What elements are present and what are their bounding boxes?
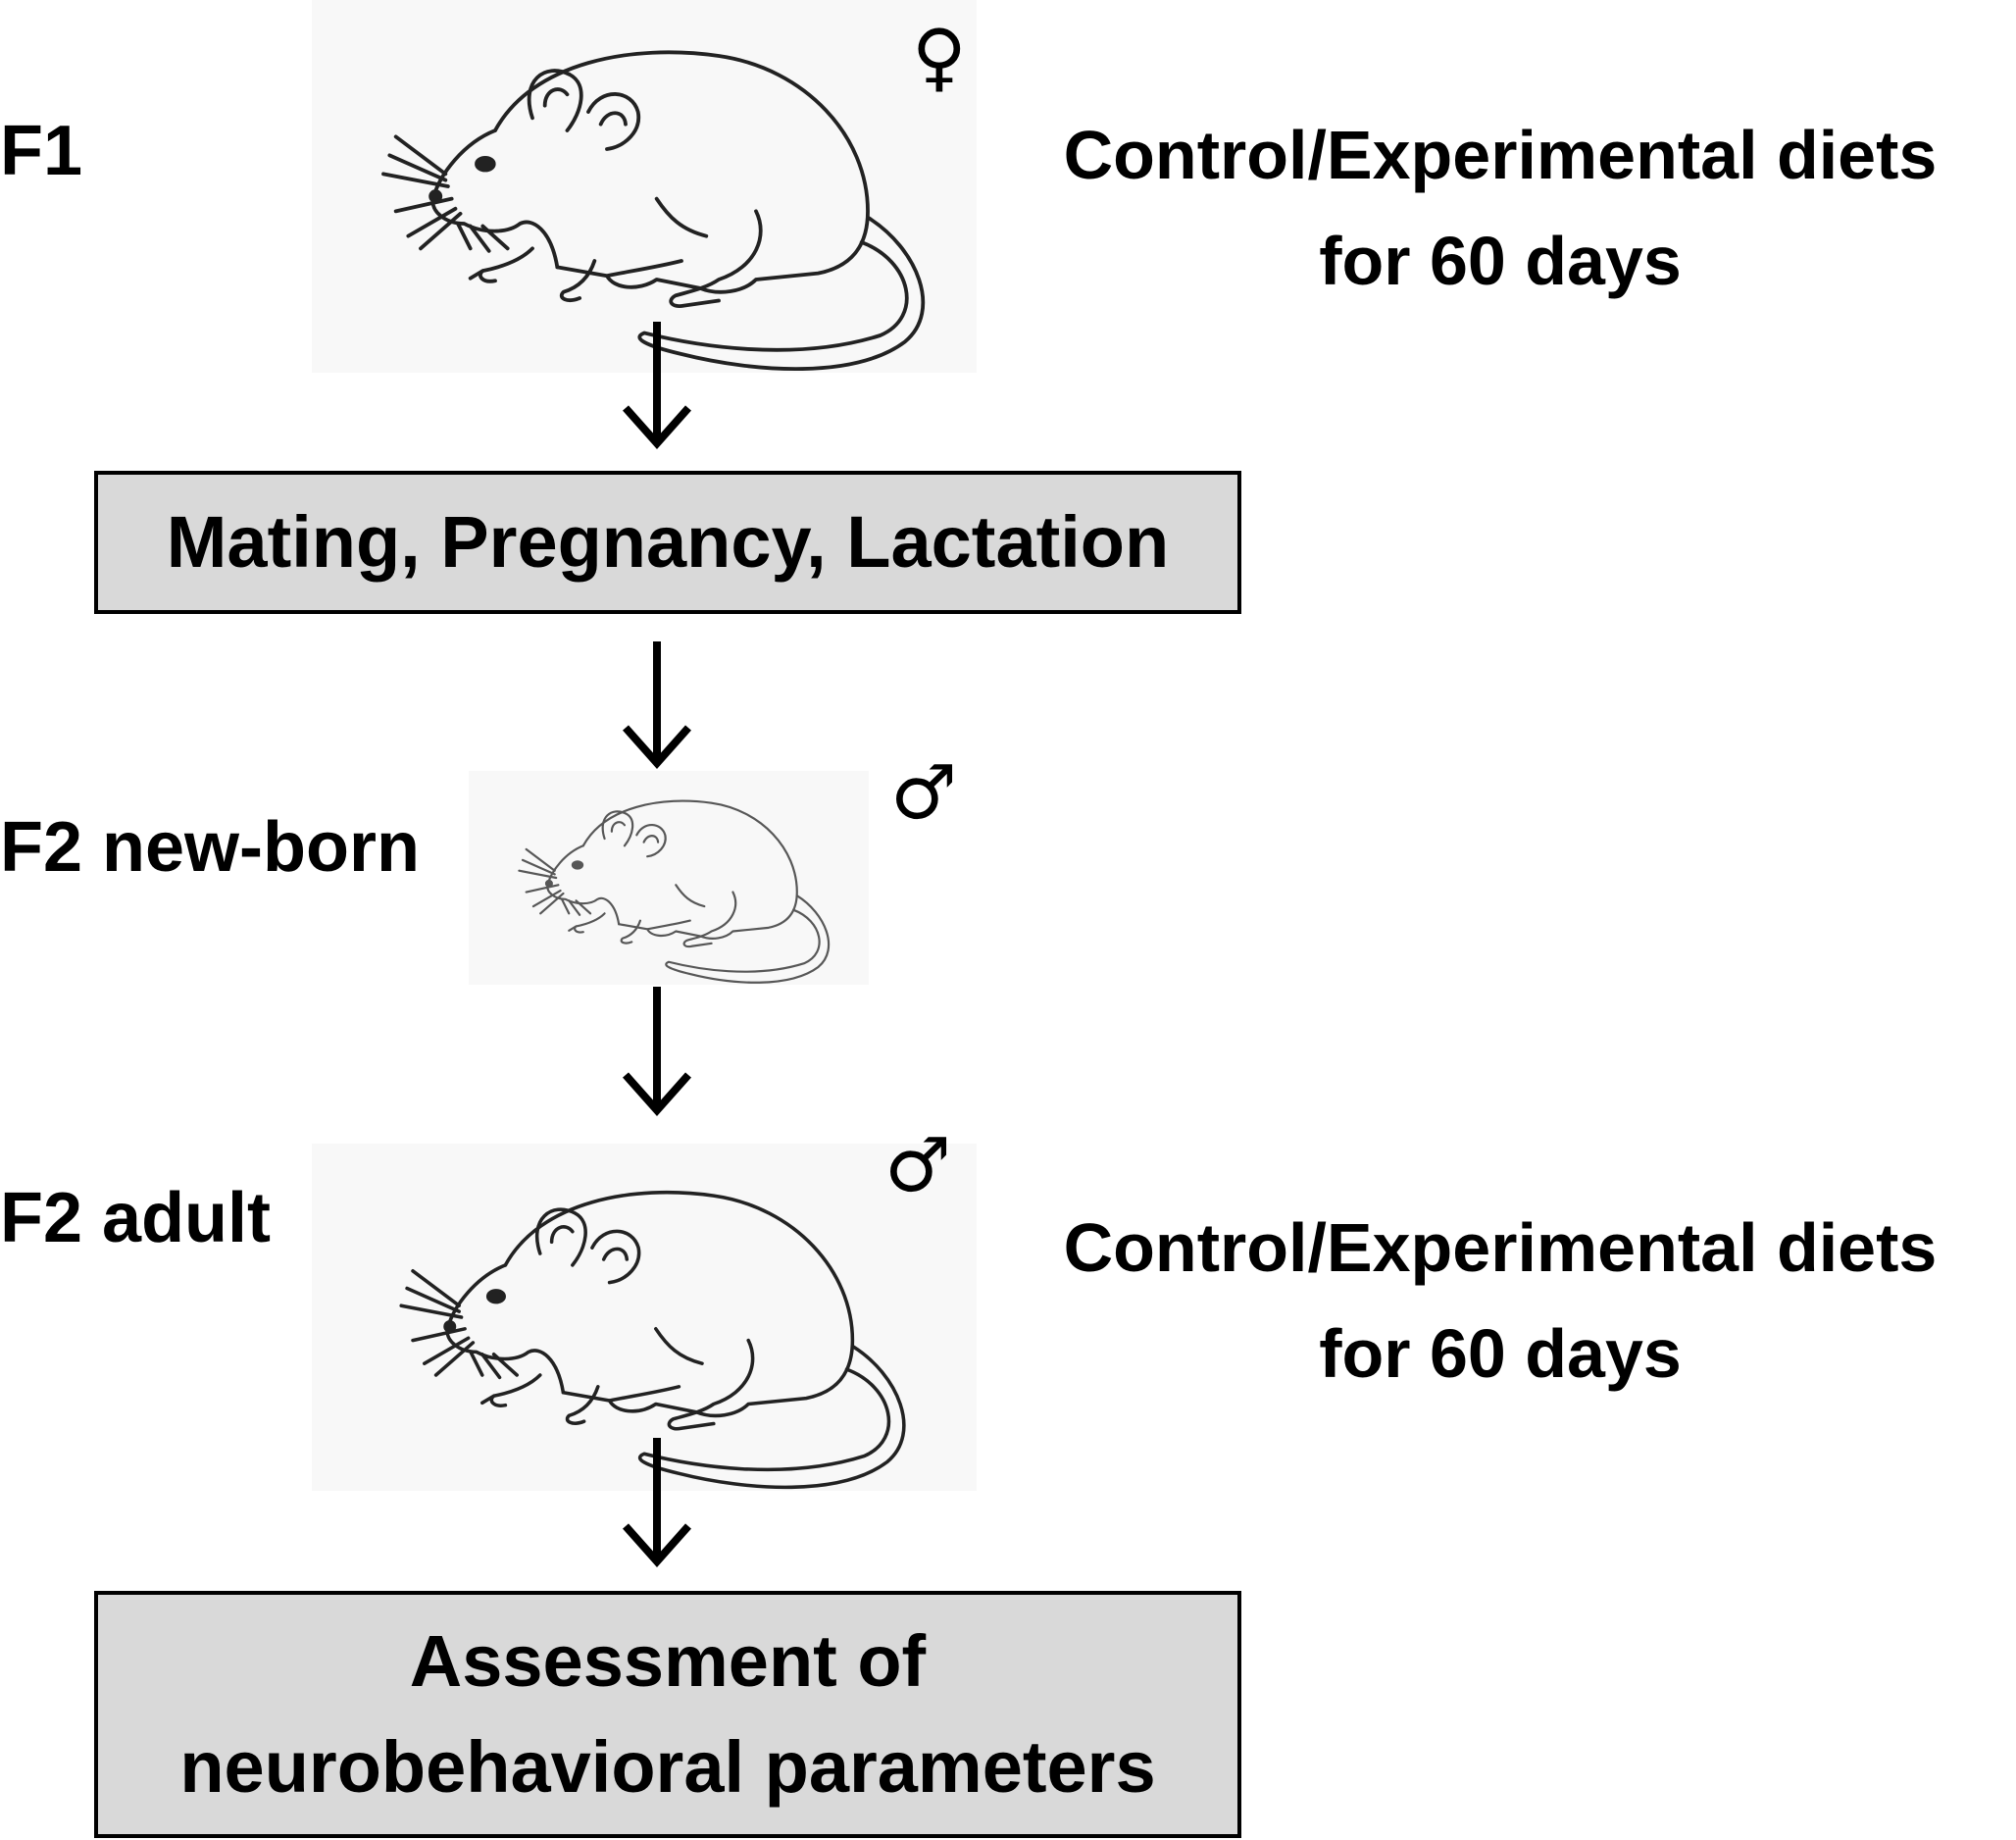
f2-adult-diet-text: Control/Experimental diets for 60 days xyxy=(990,1195,2010,1406)
female-symbol-icon: ♀ xyxy=(912,13,967,100)
arrow-down-icon xyxy=(618,322,696,451)
male-symbol-icon: ♂ xyxy=(890,748,958,836)
assessment-line1: Assessment of xyxy=(409,1620,927,1702)
male-symbol-icon: ♂ xyxy=(884,1121,952,1208)
f1-rat-drawing xyxy=(312,0,977,373)
f2-adult-diet-line2: for 60 days xyxy=(1319,1315,1682,1392)
assessment-line2: neurobehavioral parameters xyxy=(179,1726,1156,1808)
f2-newborn-label: F2 new-born xyxy=(0,808,420,887)
arrow-down-icon xyxy=(618,641,696,771)
arrow-down-icon xyxy=(618,1438,696,1569)
f1-label: F1 xyxy=(0,112,83,190)
assessment-box: Assessment of neurobehavioral parameters xyxy=(94,1591,1241,1838)
f1-diet-line2: for 60 days xyxy=(1319,223,1682,299)
f2-adult-diet-line1: Control/Experimental diets xyxy=(1063,1209,1938,1286)
f2-adult-rat-drawing xyxy=(312,1144,977,1491)
f2-newborn-rat-drawing xyxy=(469,771,869,985)
arrow-down-icon xyxy=(618,987,696,1118)
mating-box-text: Mating, Pregnancy, Lactation xyxy=(166,501,1170,583)
mating-pregnancy-lactation-box: Mating, Pregnancy, Lactation xyxy=(94,471,1241,614)
f1-diet-line1: Control/Experimental diets xyxy=(1063,117,1938,193)
f2-adult-label: F2 adult xyxy=(0,1179,272,1257)
f1-diet-text: Control/Experimental diets for 60 days xyxy=(990,102,2010,314)
